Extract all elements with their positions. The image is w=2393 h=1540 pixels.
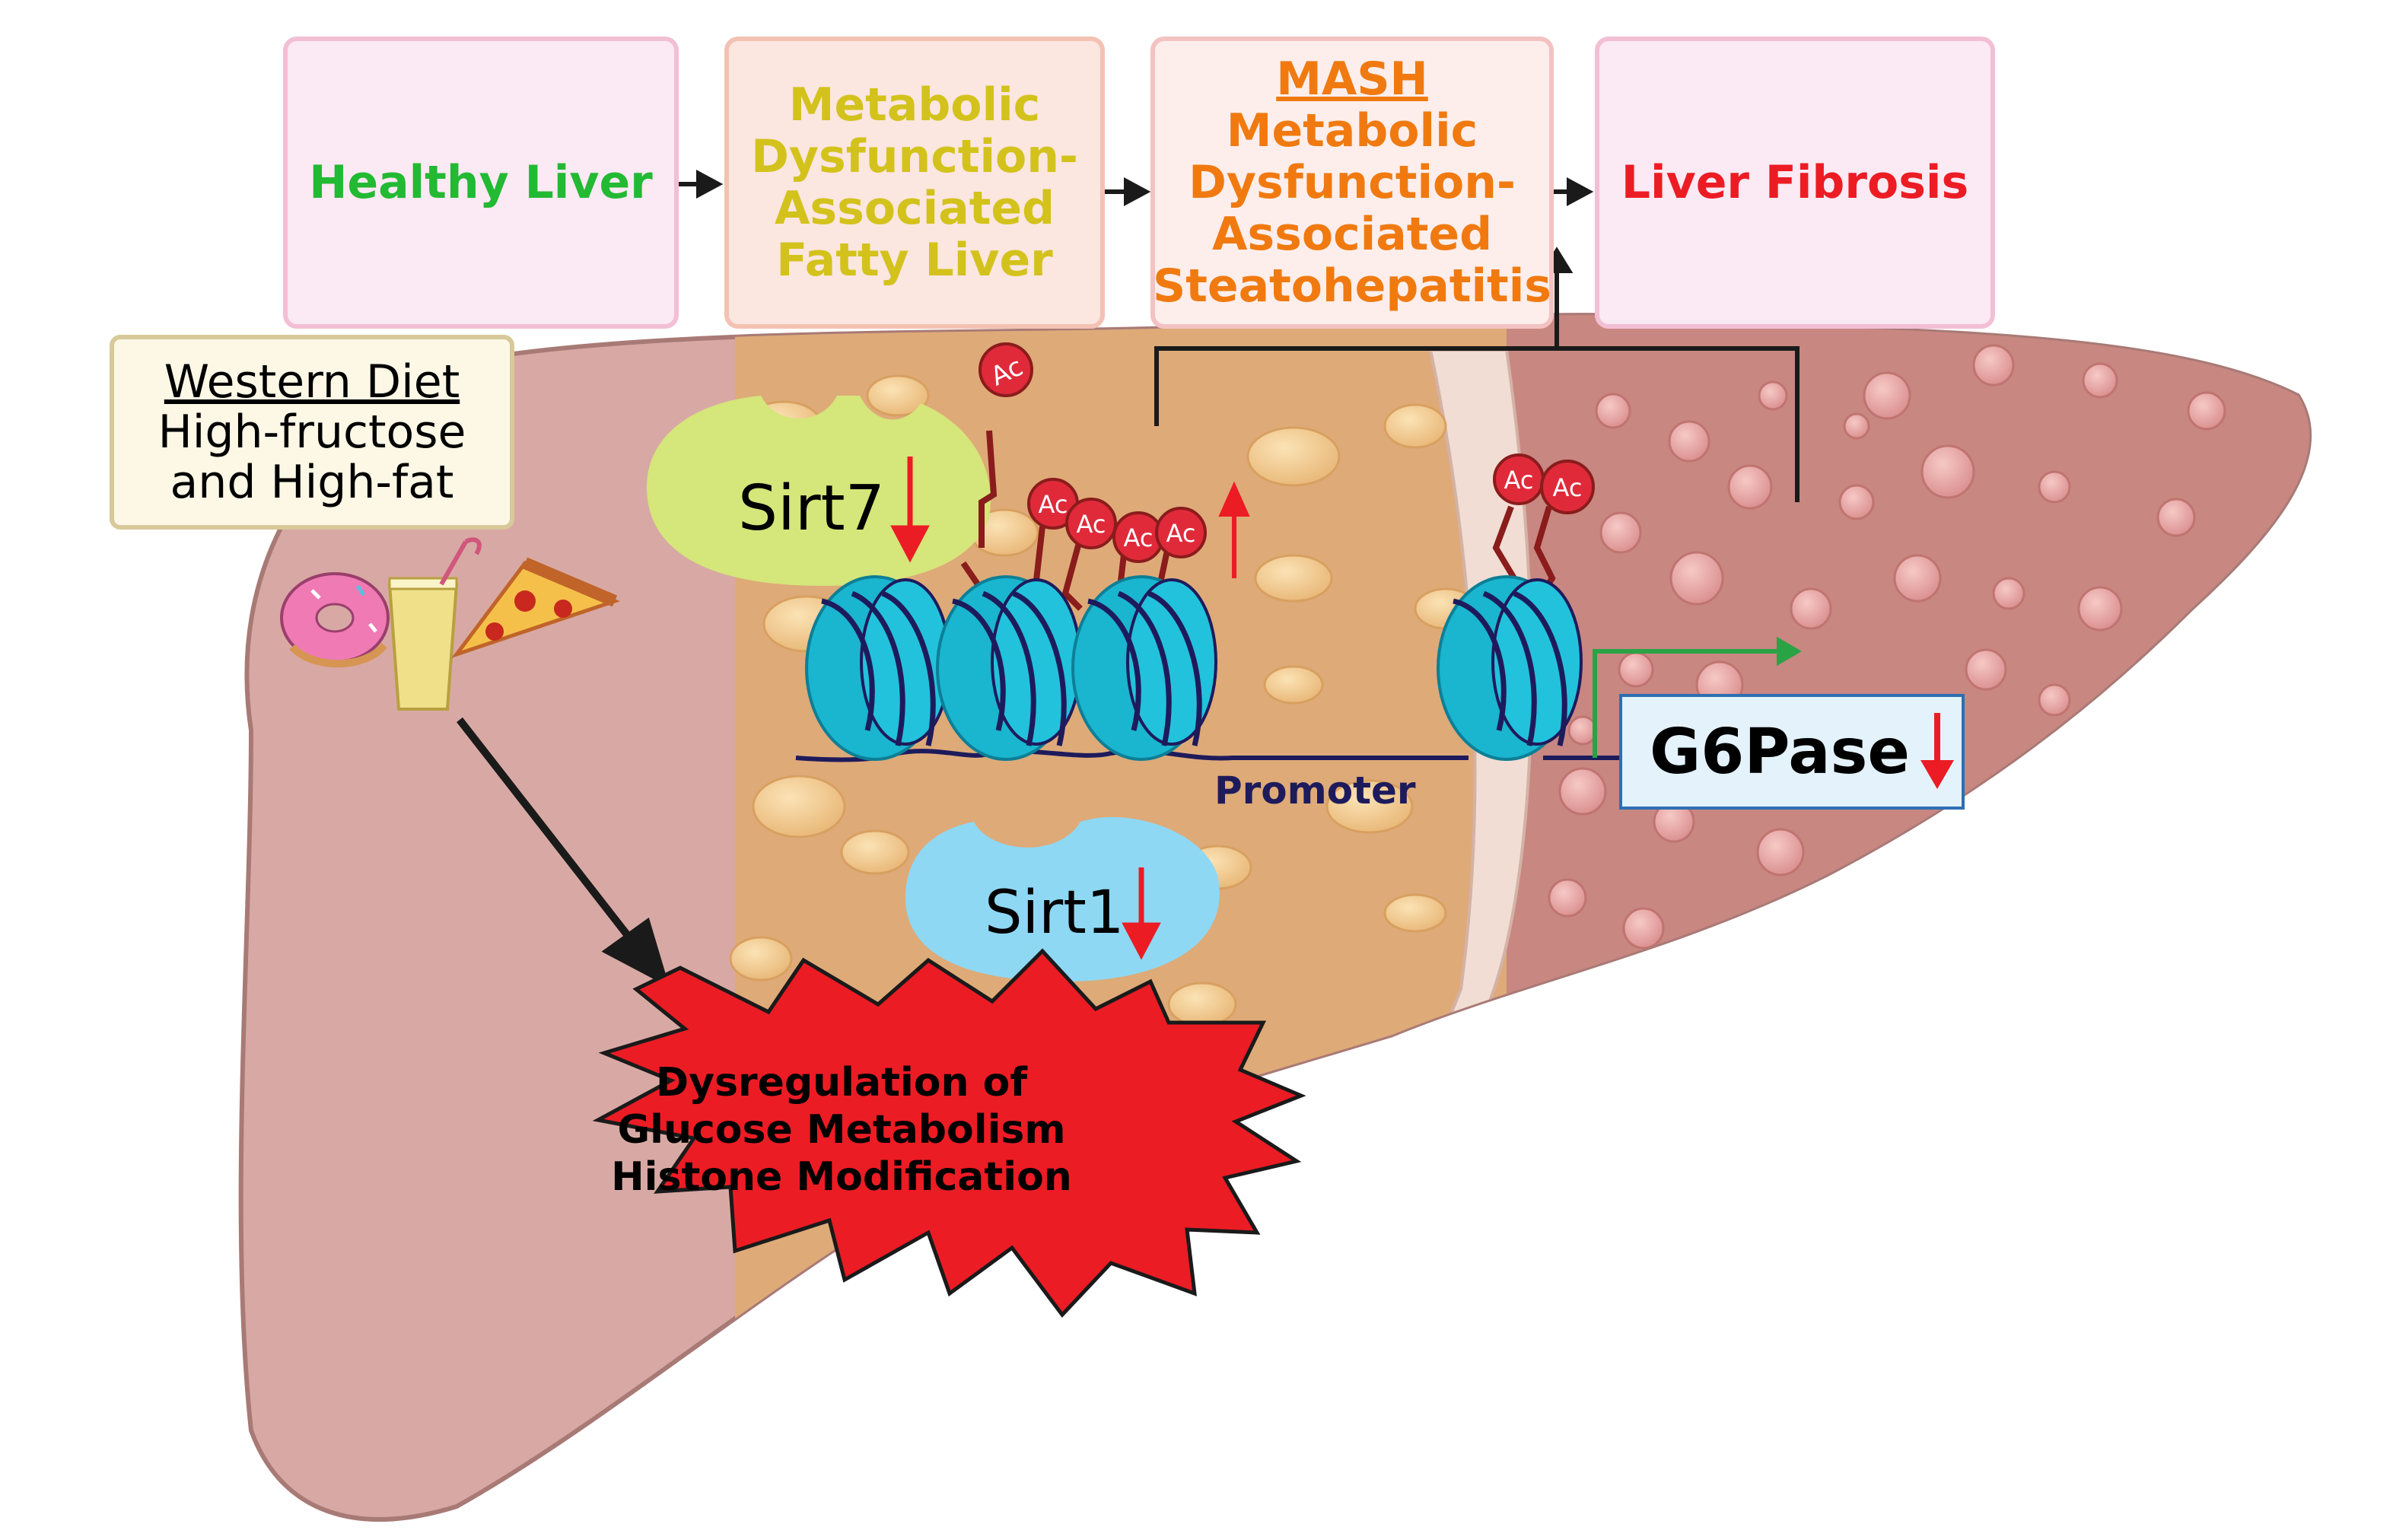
promoter-label: Promoter xyxy=(1214,768,1416,813)
stage-mash-line2: Dysfunction- xyxy=(1189,156,1516,209)
stage-mash-line3: Associated xyxy=(1211,208,1493,261)
outcome-burst xyxy=(592,948,1306,1318)
stage-mash: MASH Metabolic Dysfunction- Associated S… xyxy=(1150,37,1554,329)
stage-mafld-line1: Metabolic xyxy=(788,78,1041,132)
pizza-slice-icon xyxy=(451,557,621,658)
diet-line1: High-fructose xyxy=(158,406,466,459)
down-arrow-icon xyxy=(1122,867,1161,960)
acetyl-group-icon: Ac xyxy=(1493,453,1545,505)
acetyl-group-icon: Ac xyxy=(1112,511,1164,563)
stage-healthy-label: Healthy Liver xyxy=(309,156,653,209)
stage-mash-line4: Steatohepatitis xyxy=(1152,259,1552,313)
svg-text:Ac: Ac xyxy=(1504,466,1534,495)
nucleosome-icon xyxy=(936,575,1082,761)
acetyl-groups: Ac Ac Ac Ac Ac Ac Ac xyxy=(979,342,1595,563)
svg-text:Ac: Ac xyxy=(1039,490,1068,519)
outcome-line1: Dysregulation of xyxy=(656,1060,1028,1106)
stage-mash-title: MASH xyxy=(1276,52,1428,106)
stage-mafld-line4: Fatty Liver xyxy=(776,234,1053,287)
diet-title: Western Diet xyxy=(164,355,460,409)
stage-mafld: Metabolic Dysfunction- Associated Fatty … xyxy=(724,37,1105,329)
nucleosome-icon xyxy=(1437,575,1583,761)
acetyl-group-icon: Ac xyxy=(1540,460,1595,514)
stage-fibrosis-label: Liver Fibrosis xyxy=(1621,156,1969,209)
svg-text:Ac: Ac xyxy=(1077,510,1106,539)
svg-text:Ac: Ac xyxy=(1124,523,1154,552)
stage-mash-line1: Metabolic xyxy=(1226,104,1478,158)
nucleosome-icon xyxy=(1071,575,1217,761)
donut-icon xyxy=(280,572,390,668)
stage-liver-fibrosis: Liver Fibrosis xyxy=(1595,37,1995,329)
transcription-start-arrow xyxy=(1593,636,1802,758)
diet-outcome-arrow xyxy=(457,717,670,988)
nucleosomes xyxy=(805,575,1583,761)
svg-text:Ac: Ac xyxy=(1166,519,1196,548)
acetyl-group-icon: Ac xyxy=(1027,478,1079,530)
liver xyxy=(238,313,2312,1522)
outcome-line2: Glucose Metabolism xyxy=(617,1107,1065,1153)
diet-line2: and High-fat xyxy=(170,456,454,509)
acetyl-group-icon: Ac xyxy=(1155,507,1207,558)
down-arrow-icon xyxy=(890,457,930,563)
acetyl-group-icon: Ac xyxy=(1065,498,1117,549)
sirt1-label: Sirt1 xyxy=(985,879,1124,947)
stage-mafld-line2: Dysfunction- xyxy=(751,130,1078,183)
stage-mafld-line3: Associated xyxy=(774,182,1055,235)
outcome-line3: Histone Modification xyxy=(611,1154,1072,1200)
nucleosome-icon xyxy=(805,575,951,761)
western-diet-box: Western Diet High-fructose and High-fat xyxy=(110,335,514,530)
up-arrow-icon xyxy=(1218,481,1250,578)
acetyl-group-icon: Ac xyxy=(979,342,1033,397)
g6pase-gene-box: G6Pase xyxy=(1619,694,1965,810)
stage-healthy-liver: Healthy Liver xyxy=(283,37,679,329)
sirt7-label: Sirt7 xyxy=(738,473,885,545)
svg-text:Ac: Ac xyxy=(1553,473,1583,502)
down-arrow-icon xyxy=(1920,713,1955,789)
juice-glass-icon xyxy=(387,537,482,711)
g6pase-label: G6Pase xyxy=(1650,715,1911,788)
